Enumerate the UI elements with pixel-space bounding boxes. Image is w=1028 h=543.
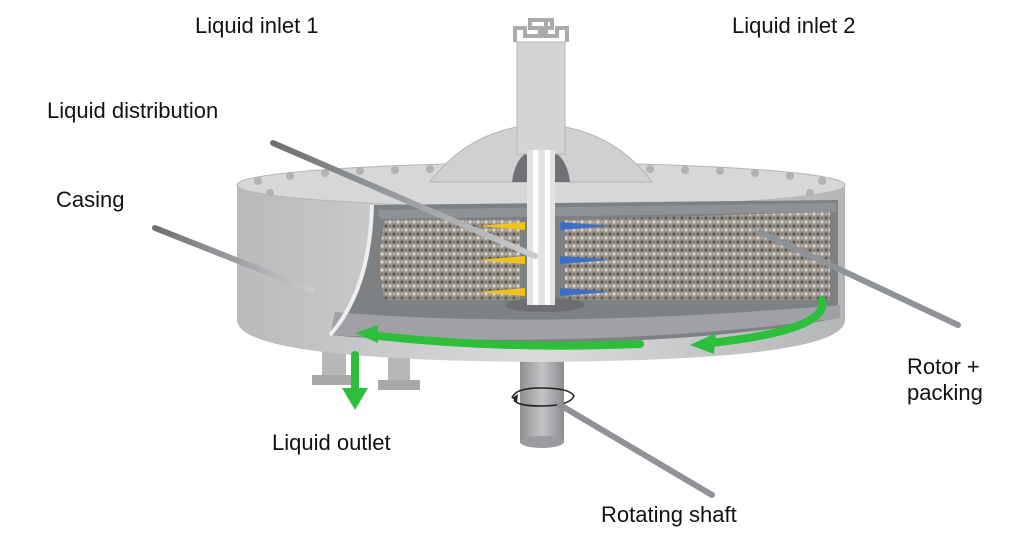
- inlet2-jets: [560, 222, 612, 296]
- inlet-pipe: [513, 18, 569, 305]
- leader-lines: [152, 140, 961, 498]
- label-liquid-inlet-2: Liquid inlet 2: [732, 13, 856, 38]
- label-liquid-inlet-1: Liquid inlet 1: [195, 13, 319, 38]
- label-rotor-packing: Rotor + packing: [907, 354, 1017, 406]
- packing-right: [565, 212, 830, 300]
- label-rotor-line1: Rotor +: [907, 354, 980, 379]
- label-casing: Casing: [56, 187, 125, 212]
- cutaway-interior: [330, 200, 840, 343]
- rotation-arrow-icon: [511, 387, 575, 407]
- casing-cut-edge: [328, 204, 374, 337]
- label-liquid-outlet: Liquid outlet: [272, 430, 391, 455]
- flow-arrow-middle: [366, 331, 644, 350]
- leader-casing: [152, 225, 315, 293]
- flow-arrow-heads: [342, 325, 716, 410]
- label-liquid-distribution: Liquid distribution: [47, 98, 219, 123]
- inlet1-jets: [478, 222, 525, 296]
- flow-arrow-right: [706, 296, 827, 347]
- packing-left: [380, 220, 520, 300]
- label-rotor-line2: packing: [907, 380, 983, 405]
- bolt-ring: [254, 165, 826, 197]
- leader-liquid-distribution: [270, 140, 538, 259]
- rotating-shaft: [520, 355, 564, 448]
- leader-rotating-shaft: [557, 402, 715, 498]
- label-rotating-shaft: Rotating shaft: [601, 502, 737, 527]
- flow-arrows: [351, 296, 827, 394]
- leader-rotor: [757, 229, 961, 328]
